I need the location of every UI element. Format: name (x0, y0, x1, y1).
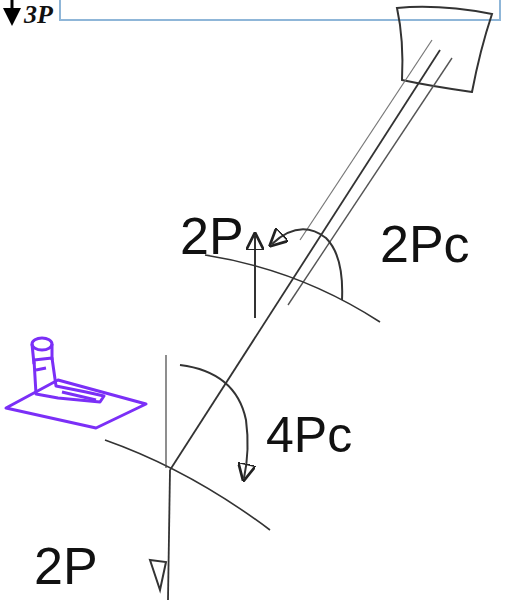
section-cut (205, 255, 380, 322)
frame-edge (60, 0, 500, 20)
force-label: 4Pc (266, 410, 352, 460)
force-label: 2Pc (380, 218, 470, 270)
moment-arrow (272, 229, 342, 300)
load-label: 3P (24, 2, 53, 28)
beam-line (300, 40, 432, 240)
load-arrow-head (3, 8, 21, 26)
wall-support (397, 7, 492, 92)
force-label: 2P (180, 210, 244, 262)
support-icon (6, 338, 146, 428)
force-label: 2P (34, 540, 98, 592)
reference-line (165, 355, 166, 468)
force-line (168, 470, 170, 600)
force-arrow-head (150, 560, 166, 590)
force-arrow (254, 236, 256, 318)
section-cut (105, 440, 270, 530)
moment-arrow (180, 365, 248, 478)
